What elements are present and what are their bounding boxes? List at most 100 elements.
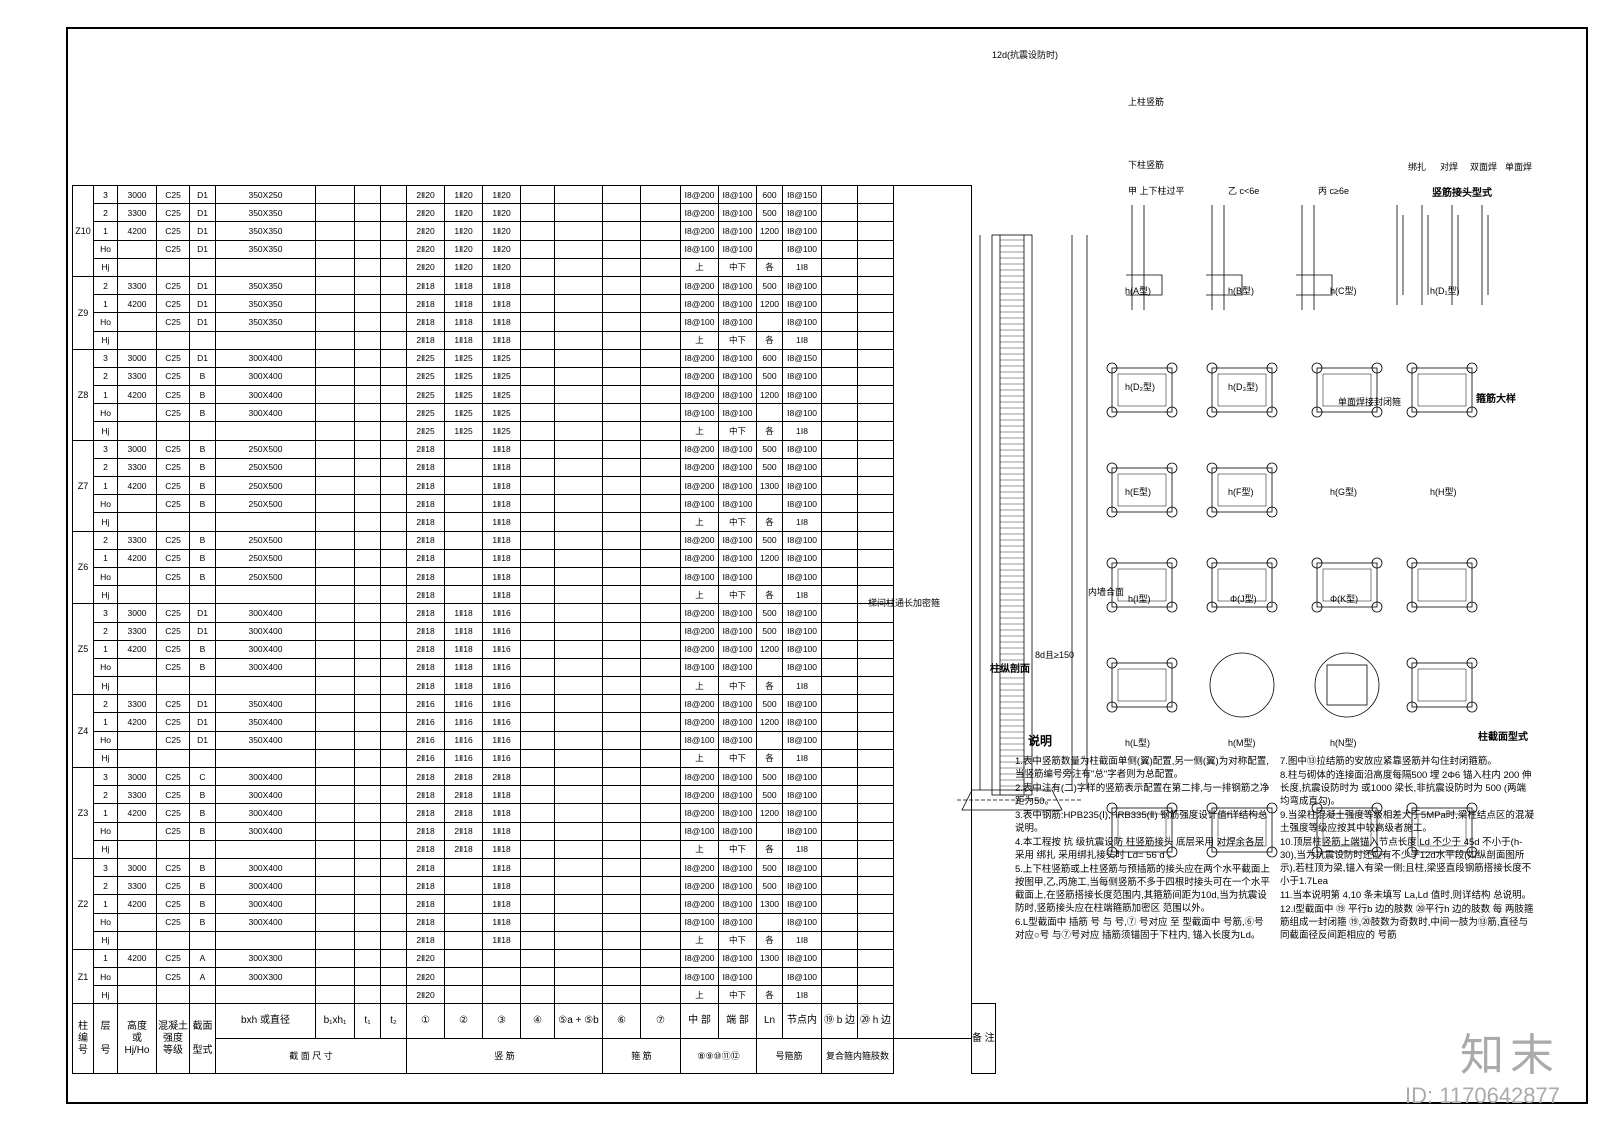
table-cell: 2Ⅱ16 [406,730,445,750]
note-item: 5.上下柱竖筋或上柱竖筋与预插筋的接头应在两个水平截面上按图甲,乙,丙施工,当每… [1015,864,1270,914]
table-cell-empty [857,839,894,859]
table-cell [756,912,783,932]
table-cell: Ⅰ8@200 [680,548,719,568]
table-cell [640,403,681,423]
table-cell [520,548,555,568]
table-cell: Ⅰ8@100 [680,967,719,987]
table-cell-empty [821,657,858,678]
table-cell: 1 [93,475,118,496]
header-bar5: ⑤a + ⑤b [554,1003,603,1040]
table-cell [520,184,555,205]
table-cell: 2Ⅱ25 [406,403,445,423]
table-cell: Ho [93,967,118,987]
table-cell [640,839,681,859]
table-cell [756,967,783,987]
table-cell: 2Ⅱ18 [406,475,445,496]
table-cell [554,857,603,878]
note-item: 9.当梁柱混凝土强度等级相差大于5MPa时,梁柱结点区的混凝土强度等级应按其中较… [1280,810,1534,834]
table-cell: Ⅰ8@100 [718,766,757,787]
table-cell-empty [857,676,894,696]
table-cell-empty [821,312,858,332]
table-cell: Ⅰ8@100 [718,530,757,550]
table-cell [315,857,355,878]
table-cell [602,839,641,859]
table-cell: A [189,967,216,987]
table-cell: 2Ⅱ18 [406,676,445,696]
table-cell [554,912,603,932]
table-cell: C25 [156,457,190,478]
table-cell [520,912,555,932]
table-cell: Ⅰ8@100 [718,603,757,623]
table-cell-empty [821,221,858,241]
table-cell: 2Ⅱ18 [406,566,445,587]
stirrup-detail-title: 箍筋大样 [1476,394,1516,405]
table-cell [315,494,355,514]
table-cell [354,512,381,532]
table-cell: Ⅰ8@100 [782,385,822,405]
table-cell [354,857,381,878]
table-cell: 2Ⅱ18 [406,439,445,459]
table-cell: Hj [93,330,118,350]
table-cell: Ⅰ8@100 [782,603,822,623]
table-cell: Ⅰ8@100 [782,494,822,514]
header-tie-numbers: ⑧⑨⑩⑪⑫ [680,1038,757,1075]
header-tie-mid: 中 部 [680,1003,719,1040]
table-cell [354,439,381,459]
table-cell: 1Ⅱ18 [444,603,483,623]
table-cell [640,366,681,387]
table-cell [640,712,681,732]
table-cell: B [189,403,216,423]
table-cell [640,857,681,878]
table-cell: 1Ⅰ8 [782,421,822,441]
table-cell: Ⅰ8@150 [782,184,822,205]
section-type-label: h(C型) [1330,286,1357,296]
table-cell-empty [821,912,858,932]
table-cell: 1 [93,894,118,914]
table-cell [380,967,407,987]
header-bar1: ① [406,1003,445,1040]
table-cell [315,621,355,641]
table-cell [640,748,681,769]
table-cell: 500 [756,530,783,550]
table-cell: Ⅰ8@100 [680,657,719,678]
table-cell: 各 [756,257,783,277]
table-cell [315,239,355,259]
table-cell: Ho [93,912,118,932]
table-cell [520,985,555,1005]
table-cell [380,530,407,550]
table-cell: 300X400 [215,403,316,423]
table-cell: Ⅰ8@100 [718,694,757,714]
note-item: 2.表中注有(二)字样的竖筋表示配置在第二排,与一排钢筋之净距为50。 [1015,783,1270,807]
table-cell: 1Ⅱ18 [482,585,521,605]
table-cell: 1200 [756,639,783,659]
table-cell: 1Ⅱ25 [482,421,521,441]
table-cell [520,639,555,659]
table-cell [602,785,641,805]
table-cell [117,421,157,441]
table-cell: 1Ⅱ18 [482,330,521,350]
table-cell [380,330,407,350]
table-cell [554,475,603,496]
header-bar3: ③ [482,1003,521,1040]
table-cell: 1Ⅱ20 [444,184,483,205]
table-cell: Ho [93,657,118,678]
table-cell: 1Ⅰ8 [782,985,822,1005]
table-cell: Ⅰ8@100 [718,657,757,678]
table-cell-empty [821,839,858,859]
table-cell: 2Ⅱ18 [406,894,445,914]
table-cell: 1Ⅰ8 [782,257,822,277]
table-cell: 1Ⅱ16 [444,748,483,769]
table-cell: 上 [680,330,719,350]
table-cell: Ⅰ8@200 [680,639,719,659]
table-cell [640,494,681,514]
table-cell: 1Ⅱ18 [482,857,521,878]
table-cell: Ⅰ8@100 [782,275,822,296]
